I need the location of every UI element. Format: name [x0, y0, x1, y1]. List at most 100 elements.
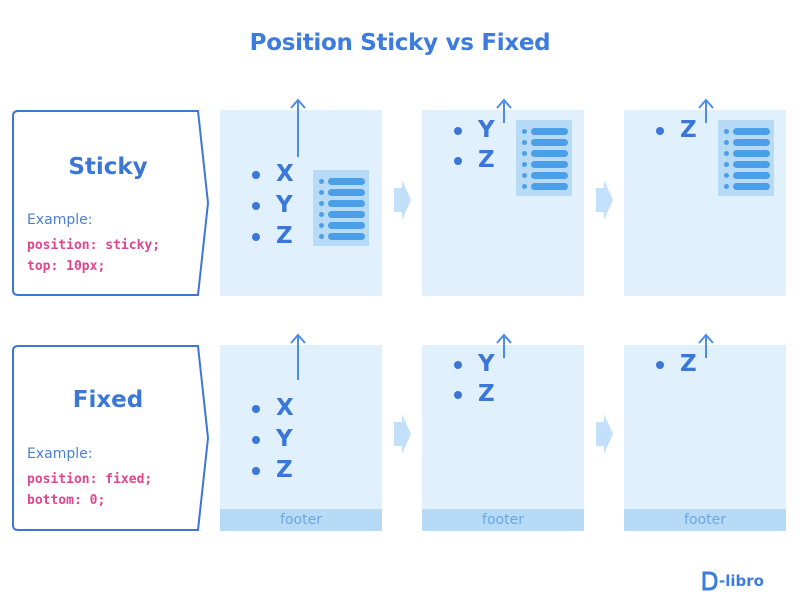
toc-line [733, 183, 770, 190]
toc-dot [724, 173, 729, 178]
list-item-label: Z [276, 223, 293, 249]
toc-row [724, 150, 770, 157]
toc-dot [724, 151, 729, 156]
toc-row [522, 128, 568, 135]
toc-line [531, 183, 568, 190]
diagram-title: Position Sticky vs Fixed [249, 30, 551, 56]
toc-row [522, 161, 568, 168]
step-arrow-icon [394, 414, 411, 454]
toc-row [522, 172, 568, 179]
toc-line [328, 233, 365, 240]
toc-dot [724, 184, 729, 189]
toc-row [319, 200, 365, 207]
toc-row [724, 128, 770, 135]
fixed-footer: footer [220, 509, 382, 531]
bullet-dot [656, 361, 664, 369]
sticky-frame-1: X Y Z [220, 110, 382, 296]
toc-line [733, 161, 770, 168]
toc-dot [724, 140, 729, 145]
step-arrow-icon [596, 180, 613, 220]
bullet-dot [454, 127, 462, 135]
d-libro-logo: -libro [702, 571, 774, 591]
toc-dot [724, 129, 729, 134]
bullet-dot [252, 202, 260, 210]
scroll-up-arrow-icon [290, 98, 306, 157]
scroll-up-arrow-icon [496, 333, 512, 358]
toc-row [319, 189, 365, 196]
toc-line [328, 200, 365, 207]
toc-row [319, 222, 365, 229]
scroll-up-arrow-icon [698, 333, 714, 358]
toc-row [522, 183, 568, 190]
toc-line [733, 128, 770, 135]
sticky-code-line-1: position: sticky; [27, 238, 161, 253]
bullet-dot [252, 405, 260, 413]
list-item-label: Z [680, 117, 697, 143]
sticky-frame-3: Z [624, 110, 786, 296]
list-item-label: Z [478, 147, 495, 173]
step-arrow-icon [394, 180, 411, 220]
toc-dot [319, 212, 324, 217]
toc-row [319, 233, 365, 240]
toc-line [531, 172, 568, 179]
toc-row [724, 139, 770, 146]
list-item-label: Z [680, 351, 697, 377]
toc-row [319, 178, 365, 185]
fixed-frame-3: Z footer [624, 345, 786, 531]
toc-dot [724, 162, 729, 167]
toc-dot [522, 140, 527, 145]
step-arrow-icon [596, 414, 613, 454]
bullet-dot [252, 467, 260, 475]
list-item-label: X [276, 395, 294, 421]
bullet-dot [454, 361, 462, 369]
sticky-toc-panel [516, 120, 572, 196]
sticky-toc-panel [718, 120, 774, 196]
sticky-toc-panel [313, 170, 369, 246]
toc-dot [522, 151, 527, 156]
bullet-dot [252, 436, 260, 444]
fixed-example-label: Example: [27, 446, 93, 462]
toc-row [724, 183, 770, 190]
toc-line [531, 139, 568, 146]
list-item-label: Y [478, 117, 495, 143]
toc-row [522, 139, 568, 146]
list-item-label: Y [478, 351, 495, 377]
toc-line [328, 178, 365, 185]
toc-line [531, 161, 568, 168]
toc-dot [319, 190, 324, 195]
list-item-label: Z [478, 381, 495, 407]
toc-dot [522, 184, 527, 189]
toc-dot [522, 129, 527, 134]
sticky-example-label: Example: [27, 212, 93, 228]
fixed-code-line-1: position: fixed; [27, 472, 153, 487]
toc-dot [319, 179, 324, 184]
toc-dot [319, 201, 324, 206]
toc-dot [319, 223, 324, 228]
fixed-label-box: Fixed Example: position: fixed; bottom: … [12, 345, 210, 531]
toc-dot [522, 162, 527, 167]
list-item-label: Z [276, 457, 293, 483]
toc-row [319, 211, 365, 218]
toc-line [531, 128, 568, 135]
label-box-outline [12, 345, 210, 531]
toc-line [328, 222, 365, 229]
bullet-dot [656, 127, 664, 135]
list-item-label: X [276, 161, 294, 187]
sticky-heading: Sticky [68, 154, 148, 180]
fixed-heading: Fixed [72, 387, 144, 413]
toc-line [328, 211, 365, 218]
d-libro-logo-mark-icon [702, 571, 718, 591]
fixed-frame-1: X Y Z footer [220, 345, 382, 531]
toc-row [724, 161, 770, 168]
bullet-dot [454, 157, 462, 165]
list-item-label: Y [276, 426, 293, 452]
scroll-up-arrow-icon [698, 98, 714, 123]
toc-line [733, 139, 770, 146]
toc-line [328, 189, 365, 196]
toc-line [531, 150, 568, 157]
scroll-up-arrow-icon [496, 98, 512, 123]
sticky-code-line-2: top: 10px; [27, 259, 106, 274]
fixed-footer: footer [624, 509, 786, 531]
toc-row [522, 150, 568, 157]
fixed-footer: footer [422, 509, 584, 531]
